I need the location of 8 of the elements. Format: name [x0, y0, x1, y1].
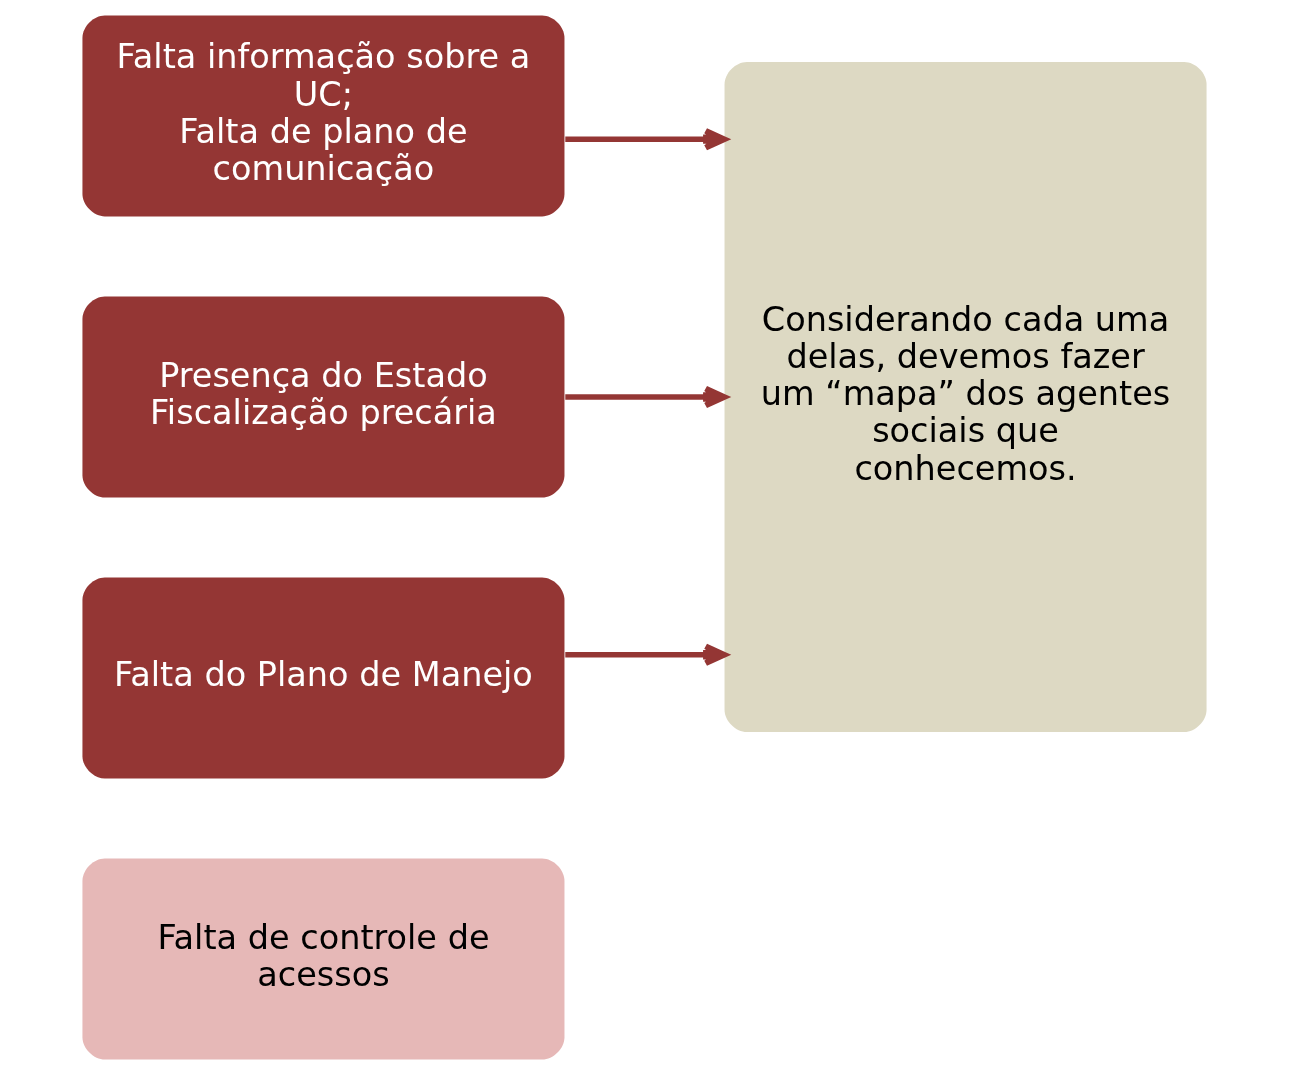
arrow [565, 385, 728, 409]
arrow [565, 643, 728, 666]
node-box: Falta do Plano de Manejo [82, 577, 565, 779]
node-box: Presença do Estado Fiscalização precária [82, 296, 565, 498]
node-box: Falta informação sobre a UC; Falta de plano de comunicação [82, 15, 565, 217]
node-box: Falta de controle de acessos [82, 858, 565, 1060]
arrow [565, 128, 728, 151]
node-box: Considerando cada uma delas, devemos fazer um “mapa” dos agentes sociais que conhecemos. [724, 62, 1207, 732]
